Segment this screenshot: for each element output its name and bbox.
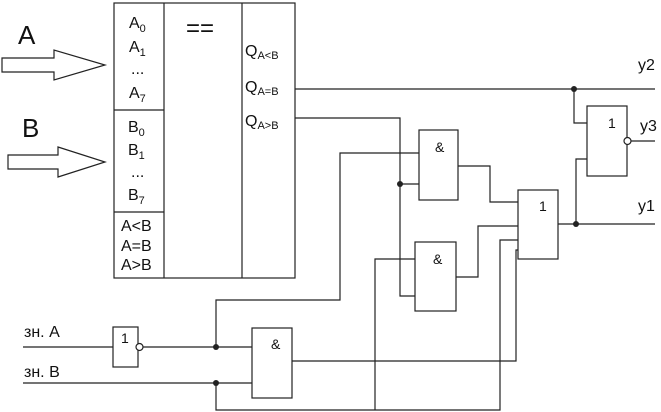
cascade-input-a-lt-b: A<B xyxy=(121,218,152,235)
and-gate-middle: & xyxy=(414,241,457,312)
output-q-a-lt-b: QA<B xyxy=(245,43,279,62)
bus-a-arrow xyxy=(1,49,108,81)
cascade-input-a-gt-b: A>B xyxy=(121,257,152,274)
input-a-ellipsis: ... xyxy=(131,61,144,78)
junction-dot xyxy=(573,221,579,227)
output-y3-label: y3 xyxy=(640,118,657,135)
svg-text:1: 1 xyxy=(608,115,616,131)
input-a0: A0 xyxy=(129,15,146,35)
junction-dot xyxy=(213,344,219,350)
inversion-bubble xyxy=(135,342,144,352)
bus-b-label: B xyxy=(22,113,39,143)
wires xyxy=(23,88,655,411)
or-not-gate: 1 xyxy=(586,105,632,177)
and-gate-bottom: & xyxy=(251,327,293,399)
bus-b-arrow xyxy=(7,146,107,178)
bus-a-label: A xyxy=(18,20,36,50)
inversion-bubble xyxy=(623,136,632,146)
or-gate: 1 xyxy=(517,189,559,260)
input-b0: B0 xyxy=(128,119,145,139)
and-gate-top: & xyxy=(418,129,459,201)
input-b1: B1 xyxy=(128,142,145,162)
zn-b-label: зн. В xyxy=(24,364,60,381)
svg-text:1: 1 xyxy=(121,330,129,346)
junction-dot xyxy=(397,181,403,187)
input-b7: B7 xyxy=(128,187,145,207)
input-b-ellipsis: ... xyxy=(131,164,144,181)
not-gate: 1 xyxy=(112,326,144,368)
output-q-a-eq-b: QA=B xyxy=(245,79,279,98)
cascade-input-a-eq-b: A=B xyxy=(121,238,152,255)
output-y2-label: y2 xyxy=(638,57,655,74)
input-a7: A7 xyxy=(129,85,146,105)
comparator-symbol: == xyxy=(186,15,214,42)
zn-a-label: зн. А xyxy=(24,324,60,341)
junction-dot xyxy=(571,86,577,92)
input-a1: A1 xyxy=(129,39,146,59)
comparator-block: A0 A1 ... A7 B0 B1 ... B7 A<B A=B A>B ==… xyxy=(113,2,296,279)
svg-text:&: & xyxy=(433,251,443,267)
output-q-a-gt-b: QA>B xyxy=(245,113,279,132)
output-y1-label: y1 xyxy=(638,198,655,215)
svg-text:&: & xyxy=(271,336,281,352)
svg-text:&: & xyxy=(435,139,445,155)
svg-text:1: 1 xyxy=(539,198,547,214)
junction-dot xyxy=(213,380,219,386)
